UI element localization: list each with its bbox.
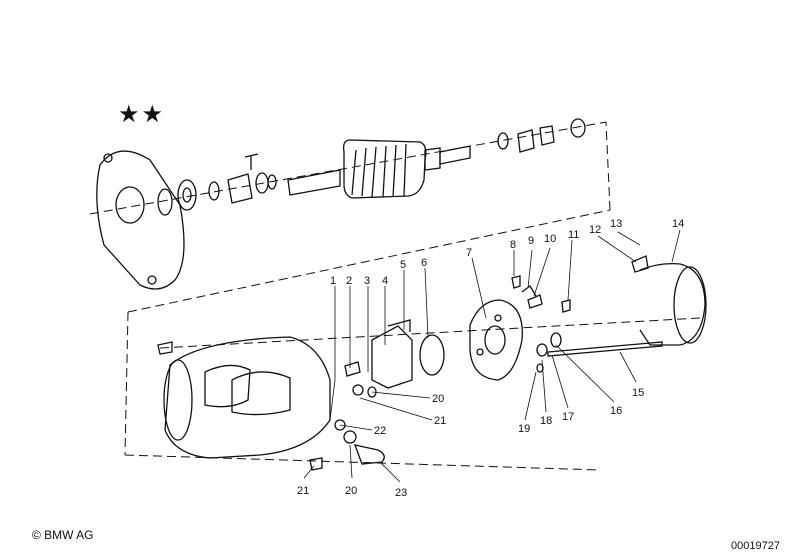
callout-21-upper: 21 — [434, 415, 446, 427]
callout-3: 3 — [364, 275, 370, 287]
callout-labels: 1 2 3 4 5 6 7 8 9 10 11 12 13 14 15 16 1… — [297, 218, 684, 499]
terminal-hardware — [309, 319, 445, 471]
callout-18: 18 — [540, 415, 552, 427]
upper-bushing-set — [497, 118, 586, 153]
callout-23: 23 — [395, 487, 407, 499]
callout-17: 17 — [562, 411, 574, 423]
bottom-edge-guide — [124, 454, 601, 471]
callout-20-lower: 20 — [345, 485, 357, 497]
callout-2: 2 — [346, 275, 352, 287]
left-edge-guide — [124, 311, 129, 456]
end-cap — [639, 262, 707, 346]
callout-22: 22 — [374, 425, 386, 437]
right-edge-guide — [605, 121, 611, 211]
upper-bearing-set — [157, 153, 277, 216]
callout-8: 8 — [510, 239, 516, 251]
copyright-notice: © BMW AG — [32, 528, 94, 542]
callout-6: 6 — [421, 257, 427, 269]
upper-assembly-axis — [89, 121, 607, 215]
callout-20-upper: 20 — [432, 393, 444, 405]
callout-13: 13 — [610, 218, 622, 230]
field-frame-housing — [157, 336, 331, 459]
callout-16: 16 — [610, 405, 622, 417]
callout-leaders — [303, 229, 681, 483]
callout-11: 11 — [568, 229, 579, 241]
callout-7: 7 — [466, 247, 472, 259]
center-axis — [159, 317, 701, 349]
lower-assembly-axis — [127, 209, 611, 313]
commutator-end-plate — [469, 299, 523, 381]
callout-14: 14 — [672, 218, 684, 230]
callout-21-lower: 21 — [297, 485, 309, 497]
drive-end-housing — [96, 150, 185, 290]
double-star-marks: ★★ — [118, 101, 166, 128]
callout-15: 15 — [632, 387, 644, 399]
brush-holder-hardware — [511, 255, 649, 313]
callout-12: 12 — [589, 224, 601, 236]
callout-9: 9 — [528, 235, 534, 247]
callout-1: 1 — [330, 275, 336, 287]
image-number: 00019727 — [731, 540, 780, 552]
callout-10: 10 — [544, 233, 556, 245]
callout-4: 4 — [382, 275, 388, 287]
callout-5: 5 — [400, 259, 406, 271]
callout-19: 19 — [518, 423, 530, 435]
armature — [287, 139, 471, 199]
